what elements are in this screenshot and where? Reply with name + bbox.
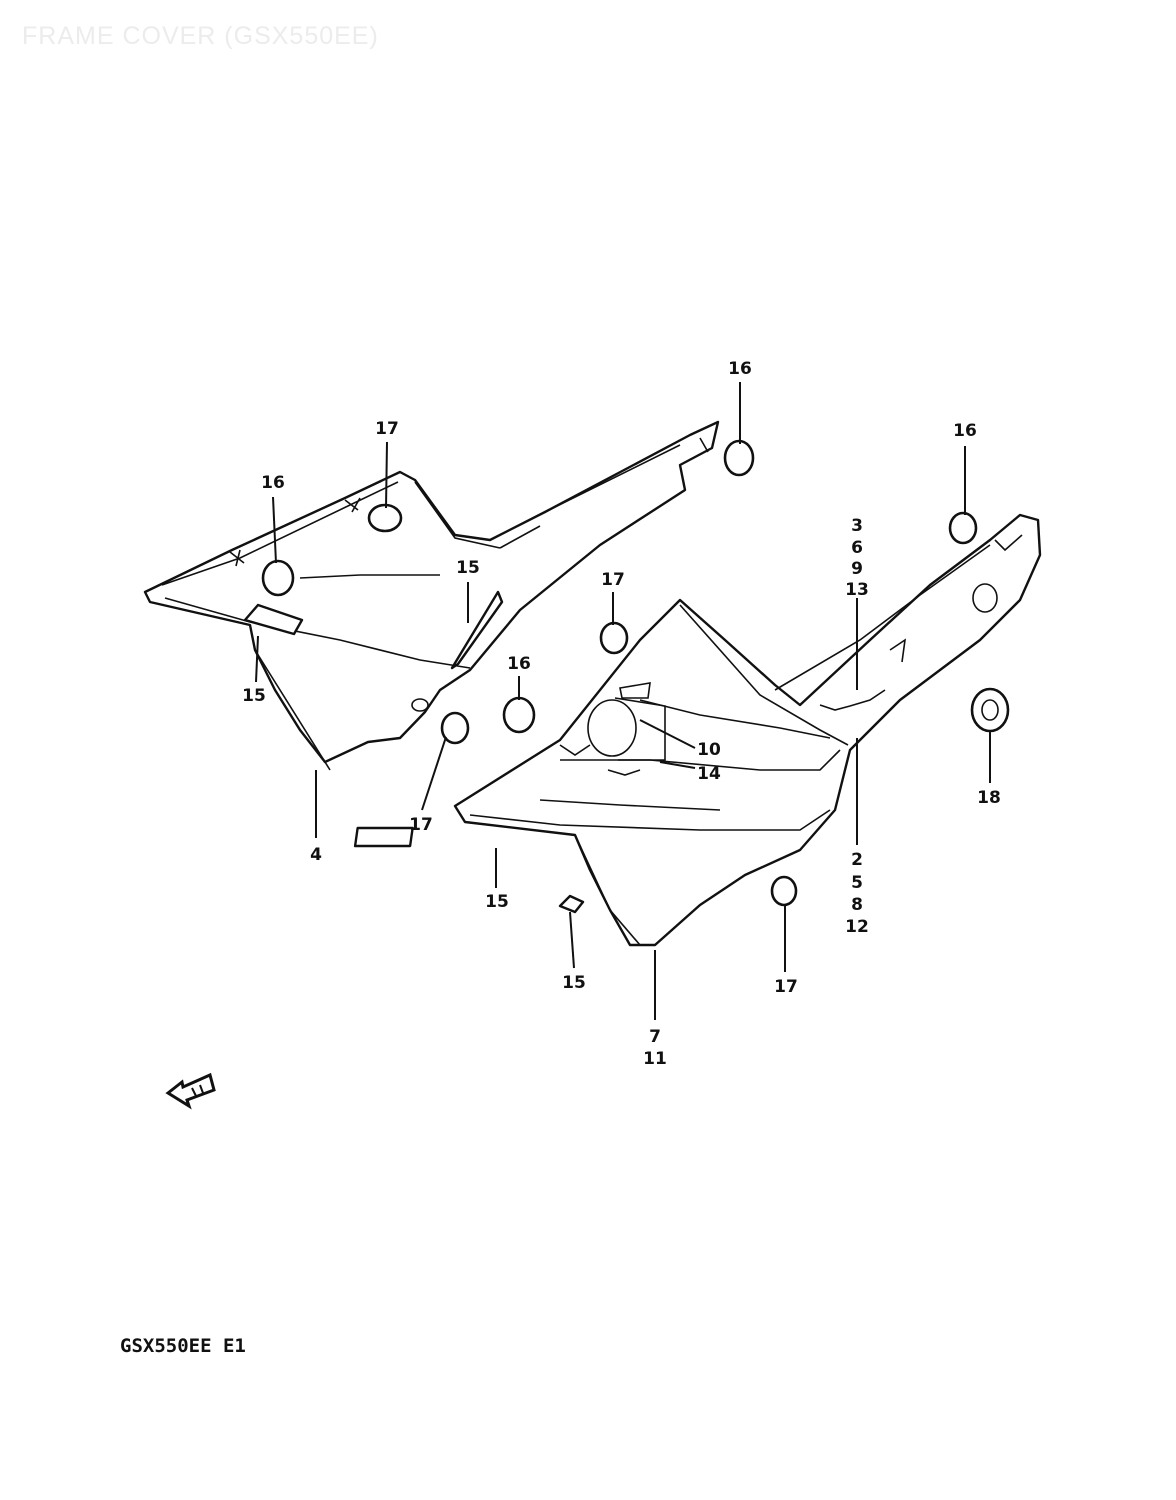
diagram-title: FRAME COVER (GSX550EE) [22,22,379,50]
callout-17-left: 17 [375,419,399,439]
model-code: GSX550EE E1 [120,1335,246,1357]
grommet-17-bottom [770,875,798,907]
emblem-left-mid [450,590,504,670]
callout-15-left-low: 15 [242,686,266,706]
right-frame-cover [453,513,1042,947]
callout-15-left-mid: 15 [456,558,480,578]
grommet-17-center [599,621,629,655]
callout-16-mid: 16 [507,654,531,674]
callout-14: 14 [697,764,721,784]
callout-15-center: 15 [485,892,509,912]
callout-18: 18 [977,788,1001,808]
callout-4: 4 [310,845,322,865]
callout-2: 2 [851,850,863,870]
callout-10: 10 [697,740,721,760]
callout-17-bottom: 17 [774,977,798,997]
callout-16-top: 16 [728,359,752,379]
callout-13: 13 [845,580,869,600]
grommet-16-left [261,559,295,597]
callout-9: 9 [851,559,863,579]
grommet-16-top [723,439,755,477]
grommet-17-left [367,503,403,533]
callout-7: 7 [649,1027,661,1047]
grommet-18 [970,687,1010,733]
emblem-center [353,826,414,848]
callout-15-bottom: 15 [562,973,586,993]
callout-6: 6 [851,538,863,558]
callout-16-left: 16 [261,473,285,493]
grommet-16-mid [502,696,536,734]
grommet-16-right [948,511,978,545]
callout-17-center: 17 [601,570,625,590]
callout-3: 3 [851,516,863,536]
forward-arrow-icon [165,1072,216,1110]
leader-lines [255,382,991,1020]
left-frame-cover [143,420,720,771]
callout-8: 8 [851,895,863,915]
callout-labels: 16 17 16 15 15 4 17 16 17 16 10 14 18 15… [242,359,1001,1069]
callout-11: 11 [643,1049,667,1069]
emblem-left-low [243,603,304,636]
callout-5: 5 [851,873,863,893]
grommet-17-mid [440,711,470,745]
callout-12: 12 [845,917,869,937]
emblem-parts [243,590,585,914]
emblem-bottom [558,894,585,914]
callout-16-right: 16 [953,421,977,441]
callout-17-mid: 17 [409,815,433,835]
